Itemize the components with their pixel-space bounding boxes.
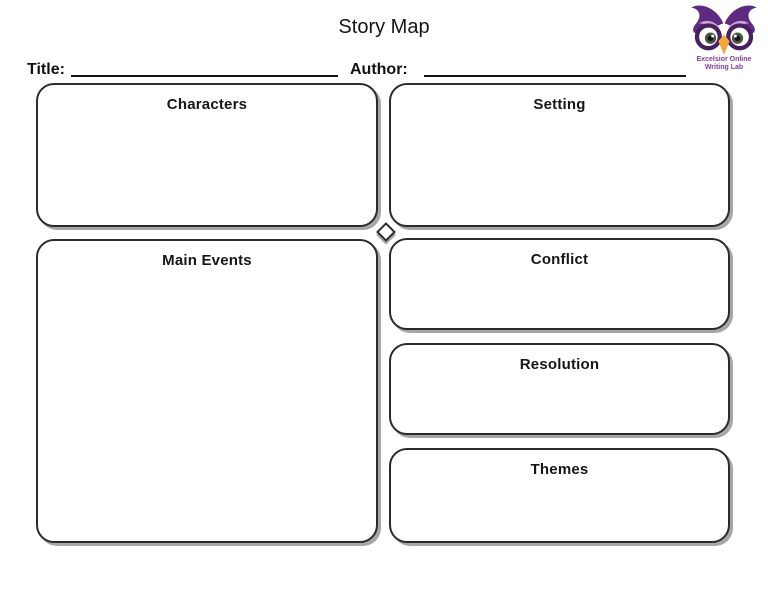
conflict-box-content[interactable]	[391, 268, 728, 328]
setting-box: Setting	[389, 83, 730, 227]
title-field-label: Title:	[27, 61, 65, 78]
main-events-box-label: Main Events	[162, 252, 252, 269]
author-field-line[interactable]	[424, 59, 686, 77]
excelsior-owl-logo: Excelsior Online Writing Lab	[683, 2, 765, 72]
setting-box-content[interactable]	[391, 113, 728, 225]
page-title: Story Map	[338, 16, 430, 38]
themes-box-label: Themes	[530, 461, 589, 478]
characters-box-label: Characters	[166, 96, 248, 113]
themes-box: Themes	[389, 448, 730, 543]
characters-box: Characters	[36, 83, 378, 227]
author-field-label: Author:	[350, 61, 408, 78]
resolution-box-label: Resolution	[519, 356, 600, 373]
setting-box-label: Setting	[533, 96, 586, 113]
owl-icon	[691, 5, 757, 55]
themes-box-content[interactable]	[391, 478, 728, 541]
title-field-line[interactable]	[71, 59, 338, 77]
logo-text-line2: Writing Lab	[704, 64, 744, 71]
logo-text-line1: Excelsior Online	[696, 56, 752, 63]
conflict-box-label: Conflict	[530, 251, 589, 268]
main-events-box-content[interactable]	[38, 269, 376, 541]
main-events-box: Main Events	[36, 239, 378, 543]
conflict-box: Conflict	[389, 238, 730, 330]
resolution-box: Resolution	[389, 343, 730, 435]
connector-diamond-icon	[376, 222, 396, 242]
resolution-box-content[interactable]	[391, 373, 728, 433]
characters-box-content[interactable]	[38, 113, 376, 225]
